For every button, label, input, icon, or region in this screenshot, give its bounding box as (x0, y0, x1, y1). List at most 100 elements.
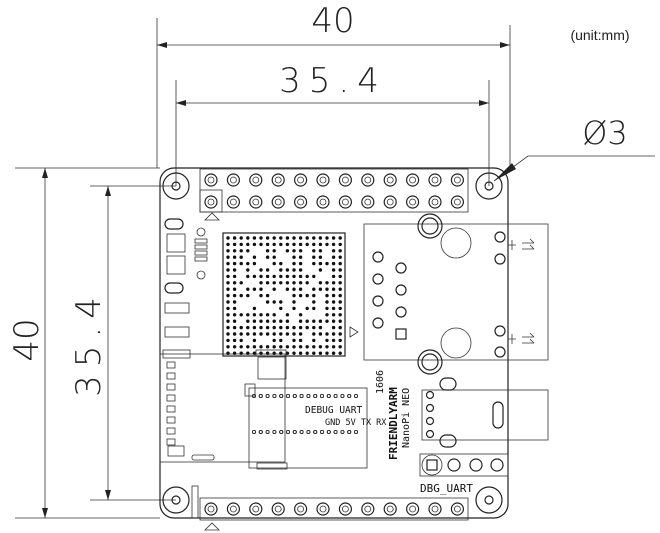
header-pin-hole (297, 176, 305, 184)
mounting-holes (162, 172, 503, 514)
bga-ball (239, 281, 243, 285)
bga-ball (226, 319, 230, 323)
bga-ball (252, 255, 257, 259)
bga-ball (318, 236, 323, 240)
bga-ball (285, 325, 290, 330)
bga-ball (312, 319, 316, 323)
bga-ball (312, 261, 316, 266)
header-pin (249, 195, 263, 209)
bga-ball (226, 313, 230, 317)
bga-ball (285, 242, 290, 247)
header-pin (450, 173, 464, 187)
bga-ball (226, 261, 230, 266)
bga-ball (259, 268, 263, 272)
top-header-pin1-marker (199, 189, 223, 213)
bga-ball (246, 293, 250, 298)
bga-ball (265, 274, 270, 279)
bga-ball (312, 255, 316, 259)
bga-ball (292, 261, 296, 266)
bga-ball (338, 332, 342, 336)
via-hole (333, 429, 338, 434)
sd-pad (166, 372, 176, 380)
via-hole (279, 393, 284, 398)
bga-ball (325, 242, 329, 247)
bga-ball (312, 287, 316, 291)
bga-ball (232, 293, 237, 298)
sd-pad (166, 383, 176, 391)
bga-ball (259, 274, 263, 279)
bga-ball (298, 274, 303, 279)
bga-ball (331, 293, 336, 298)
bga-ball (226, 249, 230, 253)
header-pin (361, 173, 375, 187)
dbg-uart-label: DBG_UART (420, 482, 473, 495)
header-pin (361, 195, 375, 209)
bga-ball (232, 281, 237, 285)
sd-pad (166, 438, 176, 446)
orientation-triangle-icon (349, 326, 359, 338)
bga-ball (226, 300, 230, 304)
header-pin-hole (431, 505, 439, 513)
via-hole (333, 393, 338, 398)
bga-ball (298, 249, 303, 253)
bga-ball (318, 242, 323, 247)
via-hole (340, 393, 345, 398)
bga-ball (265, 242, 270, 247)
header-pin-hole (207, 176, 215, 184)
via-hole (299, 429, 304, 434)
header-pin-hole (274, 198, 282, 206)
bga-ball (338, 325, 342, 330)
bga-ball (246, 268, 250, 272)
bga-ball (305, 242, 309, 247)
bga-ball (325, 300, 329, 304)
bga-ball (292, 351, 296, 355)
bga-ball (265, 319, 270, 323)
header-pin (383, 502, 397, 516)
bga-ball (272, 338, 276, 343)
bga-ball (325, 351, 329, 355)
bga-ball (338, 306, 342, 311)
bga-ball (232, 351, 237, 355)
bga-ball (298, 293, 303, 298)
bga-ball (338, 281, 342, 285)
unit-note: (unit:mm) (570, 27, 629, 43)
bga-ball (298, 338, 303, 343)
bga-ball (246, 261, 250, 266)
bga-ball (331, 242, 336, 247)
header-pin (338, 195, 352, 209)
bga-ball (331, 332, 336, 336)
bga-ball (331, 338, 336, 343)
bga-ball (285, 351, 290, 355)
bga-ball (312, 338, 316, 343)
bga-ball (246, 236, 250, 240)
bga-ball (305, 345, 309, 349)
header-pin (271, 195, 285, 209)
bga-ball (305, 274, 309, 279)
bga-ball (232, 319, 237, 323)
bga-ball (272, 274, 276, 279)
bga-ball (246, 351, 250, 355)
bga-ball (318, 287, 323, 291)
bga-ball (279, 319, 283, 323)
pin1-triangle-icon (204, 212, 220, 221)
bga-ball (285, 332, 290, 336)
bga-ball (226, 255, 230, 259)
sd-pad (166, 427, 176, 435)
usb-connector (421, 377, 549, 448)
bga-ball (265, 293, 270, 298)
header-pin-hole (453, 198, 461, 206)
bga-ball (272, 332, 276, 336)
bga-ball (305, 293, 309, 298)
via-hole (326, 429, 331, 434)
bga-ball (239, 345, 243, 349)
header-pin (316, 195, 330, 209)
header-pin-hole (319, 505, 327, 513)
header-pin-hole (364, 176, 372, 184)
bga-ball (272, 236, 276, 240)
header-pin-hole (252, 198, 260, 206)
bga-ball (285, 249, 290, 253)
header-pin-hole (453, 505, 461, 513)
bga-ball (292, 268, 296, 272)
dimension-lines (15, 18, 655, 519)
bga-ball (226, 338, 230, 343)
